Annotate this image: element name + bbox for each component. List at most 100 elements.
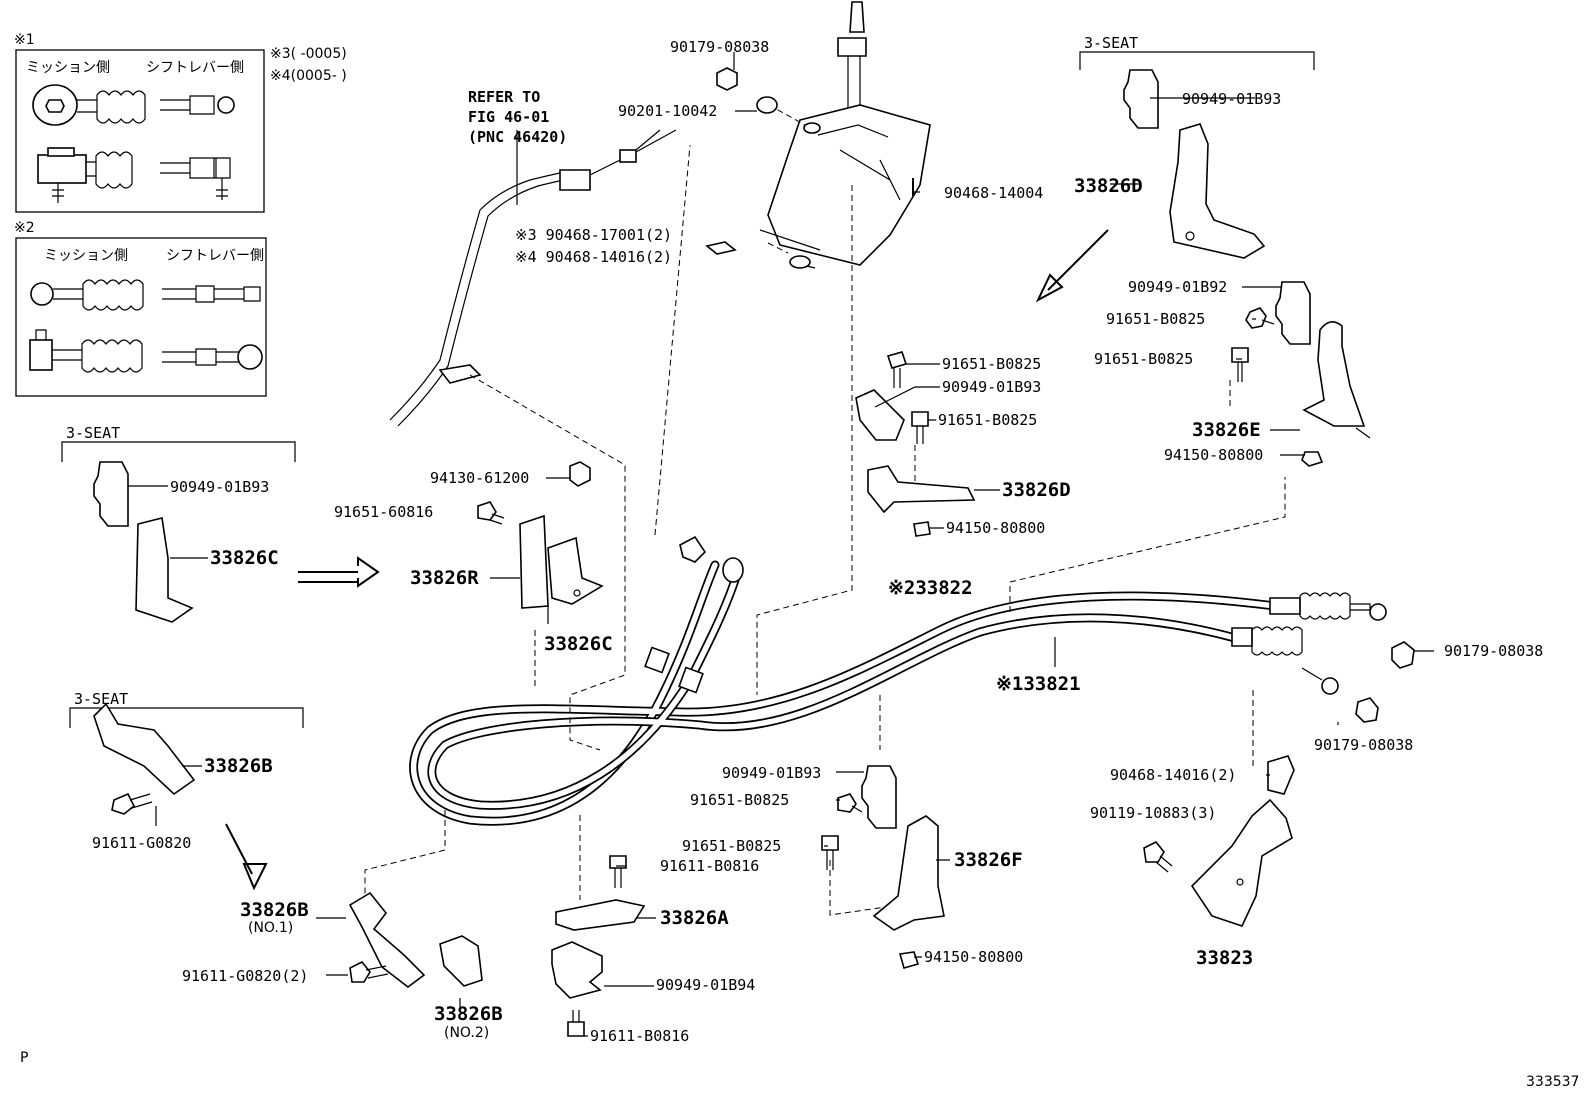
bolt-91611-B0816-b-icon bbox=[567, 1010, 585, 1037]
label-91611-B0816-b: 91611-B0816 bbox=[590, 1027, 689, 1045]
label-33826B-no1: 33826B bbox=[240, 899, 309, 921]
refer-line-1: REFER TO bbox=[468, 88, 540, 106]
label-90949-01B92: 90949-01B92 bbox=[1128, 278, 1227, 296]
bracket-33826B-icon bbox=[93, 702, 196, 796]
label-90179-08038-top: 90179-08038 bbox=[670, 38, 769, 56]
box2-right-label: シフトレバー側 bbox=[166, 248, 264, 264]
clamp-90949-01B94-icon bbox=[551, 941, 603, 999]
bolt-91651-r1-icon bbox=[1245, 307, 1275, 329]
bracket-33823-icon bbox=[1190, 798, 1293, 927]
label-3seat-top-right: 3-SEAT bbox=[1084, 34, 1138, 52]
bracket-33826D-c-icon bbox=[867, 465, 976, 514]
bracket-3seat-left-low bbox=[69, 707, 304, 728]
nut-94130-icon bbox=[569, 461, 591, 487]
clip-90468-icon bbox=[705, 241, 737, 255]
label-90949-01B93-tr: 90949-01B93 bbox=[1182, 90, 1281, 108]
label-33826E: 33826E bbox=[1192, 419, 1261, 441]
bracket-33826E-icon bbox=[1302, 321, 1371, 439]
bolt-91611-G0820-2-icon bbox=[349, 960, 389, 983]
nut-90179-r1-icon bbox=[1391, 641, 1415, 669]
bracket-33826F-icon bbox=[872, 815, 945, 931]
box1-right-label: シフトレバー側 bbox=[146, 60, 244, 76]
label-33826C-m: 33826C bbox=[544, 633, 613, 655]
label-90949-01B93-c: 90949-01B93 bbox=[942, 378, 1041, 396]
label-91651-B0825-r2: 91651-B0825 bbox=[1094, 350, 1193, 368]
footer-left: P bbox=[20, 1050, 28, 1066]
label-90949-01B93-b: 90949-01B93 bbox=[722, 764, 821, 782]
clip-90468-14016-b-icon bbox=[1267, 755, 1295, 795]
shift-lever-assembly bbox=[759, 1, 931, 269]
label-91651-B0825-c2: 91651-B0825 bbox=[938, 411, 1037, 429]
label-90201-10042: 90201-10042 bbox=[618, 102, 717, 120]
bolt-91611-B0816-a-icon bbox=[609, 855, 627, 888]
label-91611-G0820: 91611-G0820 bbox=[92, 834, 191, 852]
washer-90201-icon bbox=[756, 96, 778, 114]
label-33826R: 33826R bbox=[410, 567, 479, 589]
clamp-90949-01B92-icon bbox=[1275, 281, 1311, 345]
label-91651-B0825-b2: 91651-B0825 bbox=[682, 837, 781, 855]
arrow-tr-icon bbox=[1035, 229, 1109, 303]
inset-box-2: ※2 ミッション側 シフトレバー側 bbox=[14, 220, 267, 397]
bolt-91651-b1-icon bbox=[837, 793, 863, 813]
bolt-91651-c2-icon bbox=[911, 411, 929, 444]
clamp-90949-l-icon bbox=[93, 461, 129, 527]
label-90949-01B94: 90949-01B94 bbox=[656, 976, 755, 994]
label-33826F: 33826F bbox=[954, 849, 1023, 871]
bolt-91651-60816-icon bbox=[477, 501, 505, 525]
bracket-33826C-m-icon bbox=[547, 536, 604, 605]
label-91651-B0825-r1: 91651-B0825 bbox=[1106, 310, 1205, 328]
inset-box-1: ※1 ミッション側 シフトレバー側 bbox=[14, 32, 265, 213]
label-90468-14016-a: ※4 90468-14016(2) bbox=[515, 248, 672, 266]
label-3seat-left-mid: 3-SEAT bbox=[66, 424, 120, 442]
box2-left-label: ミッション側 bbox=[44, 248, 128, 264]
label-90119-10883: 90119-10883(3) bbox=[1090, 804, 1216, 822]
label-91611-B0816-a: 91611-B0816 bbox=[660, 857, 759, 875]
note-3: ※3( -0005) bbox=[270, 46, 347, 62]
label-90179-08038-r2: 90179-08038 bbox=[1314, 736, 1413, 754]
label-90468-14004: 90468-14004 bbox=[944, 184, 1043, 202]
label-33821: ※133821 bbox=[996, 673, 1081, 695]
clamp-90949-c-icon bbox=[855, 389, 905, 441]
bolt-91611-G0820-icon bbox=[111, 792, 153, 815]
label-94150-80800-c: 94150-80800 bbox=[946, 519, 1045, 537]
label-91651-B0825-b1: 91651-B0825 bbox=[690, 791, 789, 809]
label-94130-61200: 94130-61200 bbox=[430, 469, 529, 487]
bracket-3seat-top-right bbox=[1079, 51, 1315, 70]
bracket-33826B-no2-icon bbox=[439, 935, 483, 987]
nut-90179-r2-icon bbox=[1355, 697, 1379, 723]
bolt-91651-r2-icon bbox=[1231, 347, 1249, 382]
nut-94150-c-icon bbox=[913, 521, 931, 537]
label-90468-14016-b: 90468-14016(2) bbox=[1110, 766, 1236, 784]
bolt-90119-icon bbox=[1143, 840, 1173, 873]
bolt-91651-c1-icon bbox=[886, 351, 908, 388]
nut-94150-b-icon bbox=[898, 951, 920, 969]
label-91651-60816: 91651-60816 bbox=[334, 503, 433, 521]
bracket-3seat-left-mid bbox=[61, 441, 296, 462]
label-90949-01B93-l: 90949-01B93 bbox=[170, 478, 269, 496]
footer-right: 333537 bbox=[1526, 1074, 1579, 1090]
note-4: ※4(0005- ) bbox=[270, 68, 347, 84]
bracket-33826D-tr-icon bbox=[1169, 123, 1266, 259]
label-33826B: 33826B bbox=[204, 755, 273, 777]
refer-line-2: FIG 46-01 bbox=[468, 108, 549, 126]
arrow-left-mid-icon bbox=[298, 556, 380, 588]
box2-title: ※2 bbox=[14, 220, 35, 236]
box1-left-label: ミッション側 bbox=[26, 60, 110, 76]
label-33826B-no2: 33826B bbox=[434, 1003, 503, 1025]
bracket-33826R-icon bbox=[519, 514, 549, 609]
label-91611-G0820-2: 91611-G0820(2) bbox=[182, 967, 308, 985]
box1-title: ※1 bbox=[14, 32, 35, 48]
label-33826D-tr: 33826D bbox=[1074, 175, 1143, 197]
label-94150-80800-r: 94150-80800 bbox=[1164, 446, 1263, 464]
bracket-33826C-l-icon bbox=[135, 517, 194, 623]
clamp-90949-b-icon bbox=[861, 765, 897, 829]
label-33823: 33823 bbox=[1196, 947, 1253, 969]
refer-line-3: (PNC 46420) bbox=[468, 128, 567, 146]
label-94150-80800-b: 94150-80800 bbox=[924, 948, 1023, 966]
label-3seat-left-low: 3-SEAT bbox=[74, 690, 128, 708]
shift-cables bbox=[409, 535, 1387, 826]
nut-94150-r-icon bbox=[1301, 451, 1324, 467]
label-33822: ※233822 bbox=[888, 577, 973, 599]
clamp-90949-tr-icon bbox=[1123, 69, 1159, 129]
